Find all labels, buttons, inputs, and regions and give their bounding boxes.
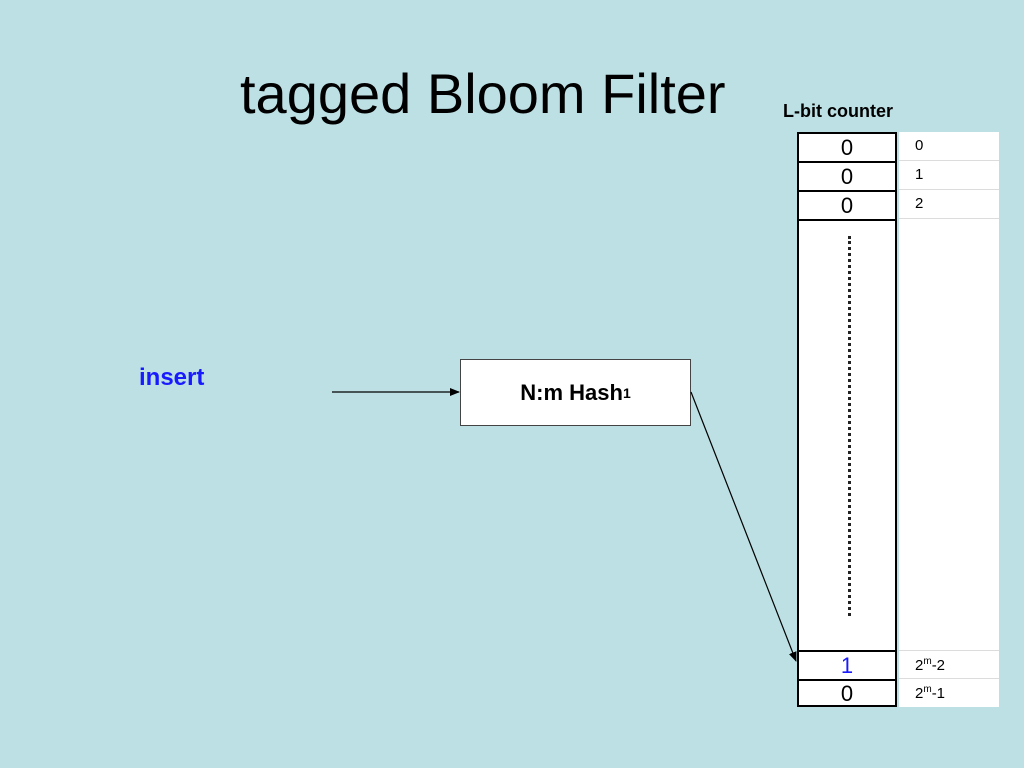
index-column: 0 1 2 2m-2 2m-1 — [899, 132, 999, 707]
insert-label: insert — [139, 364, 205, 391]
bloom-filter-array: 0 0 0 1 0 — [797, 132, 897, 707]
ellipsis-dots — [848, 236, 851, 616]
index-2: 2 — [899, 190, 999, 219]
hash-label: N:m Hash — [520, 379, 623, 405]
bloom-cell-last: 0 — [840, 681, 854, 706]
bloom-cell-1: 0 — [799, 163, 895, 192]
bloom-cell-2: 0 — [799, 192, 895, 221]
index-last: 2m-1 — [915, 684, 946, 702]
bloom-cell-0: 0 — [799, 134, 895, 163]
index-1: 1 — [899, 161, 999, 190]
hash-to-cell-arrow — [690, 391, 797, 662]
page-title: tagged Bloom Filter — [240, 62, 726, 125]
bloom-cell-second-last: 1 — [799, 650, 895, 681]
hash-subscript: 1 — [622, 384, 631, 401]
index-second-last: 2m-2 — [899, 650, 999, 679]
counter-label: L-bit counter — [783, 101, 893, 121]
index-0: 0 — [899, 132, 999, 161]
